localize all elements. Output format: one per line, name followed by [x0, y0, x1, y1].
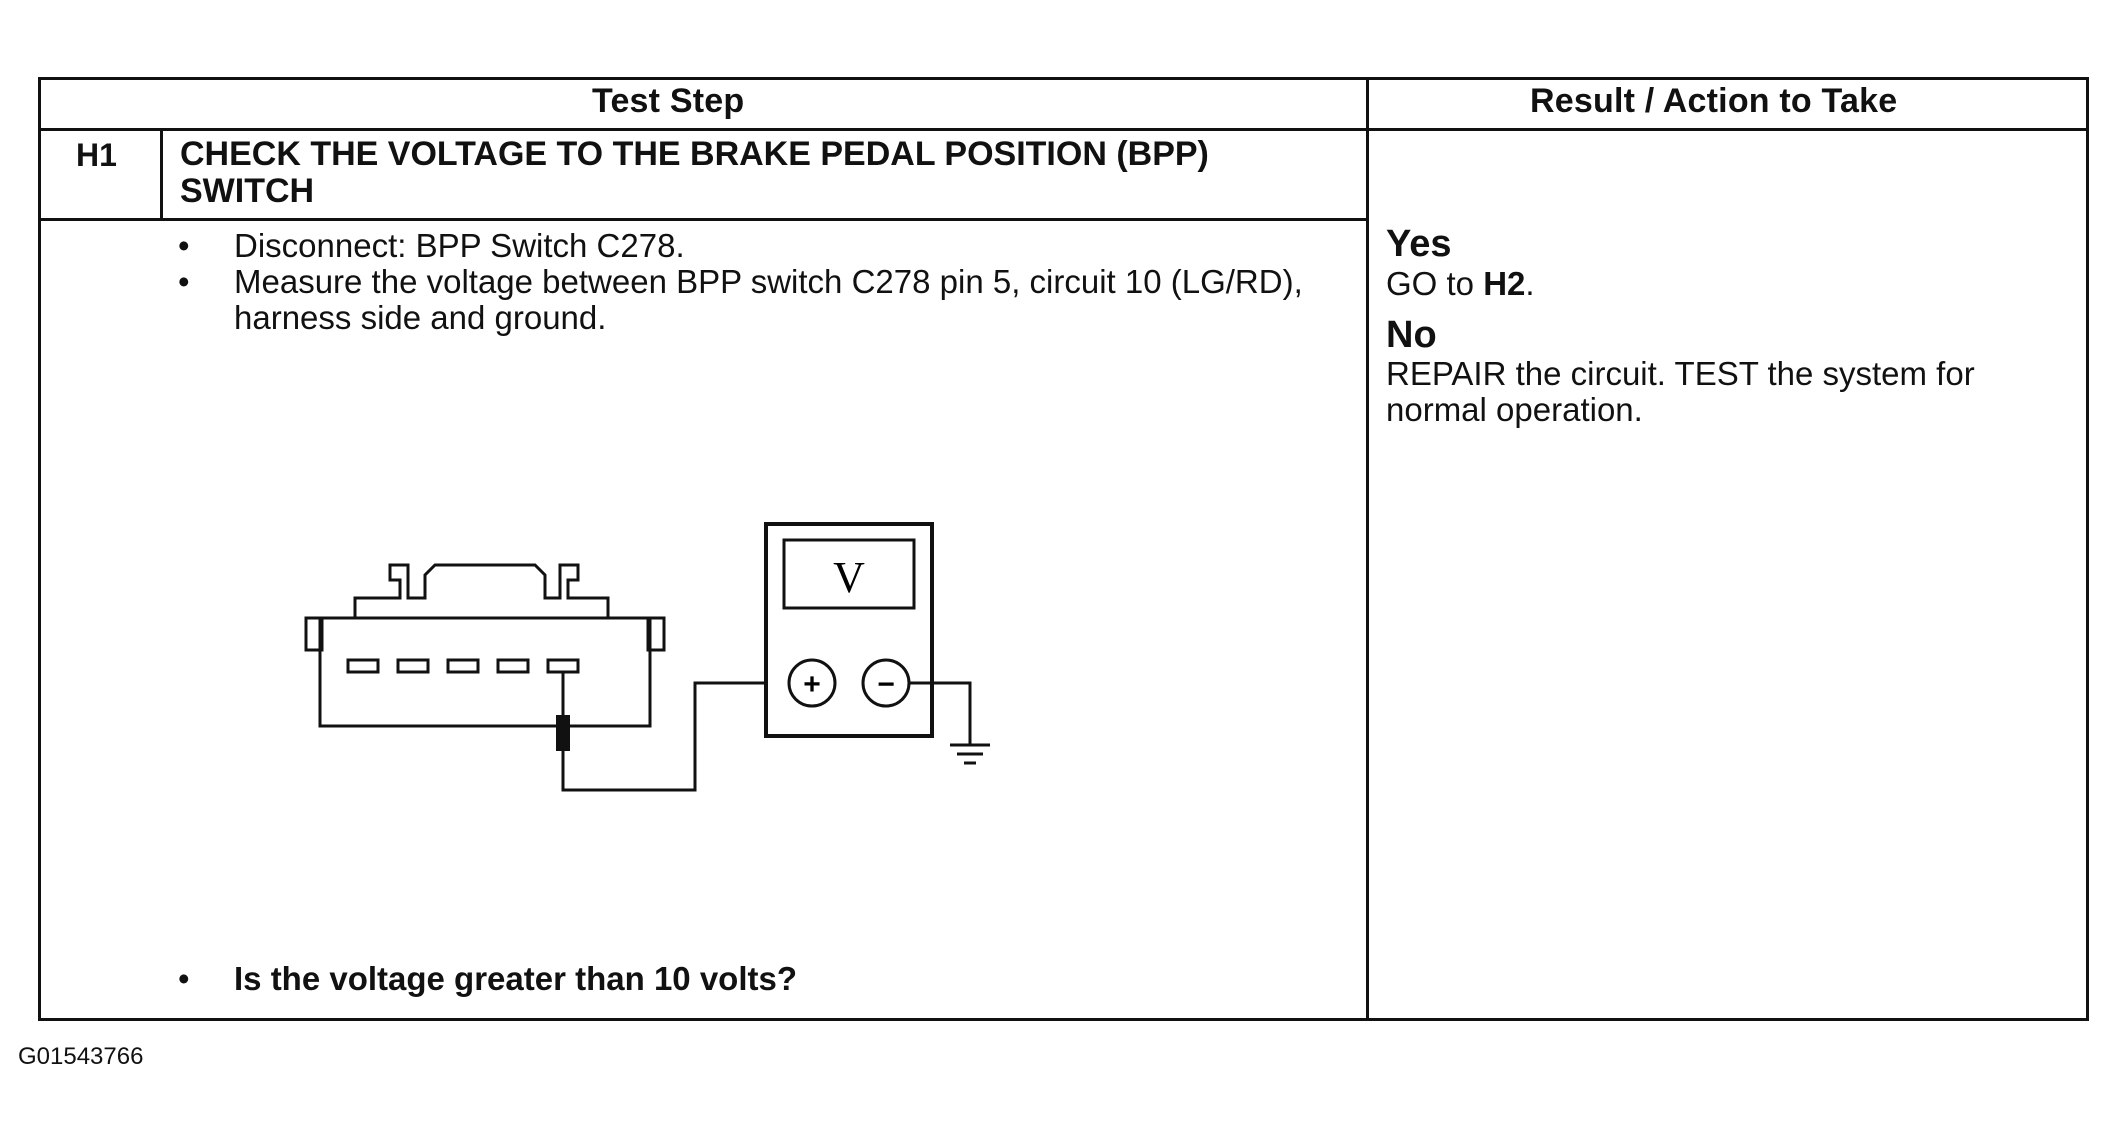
probe-icon: [556, 672, 570, 751]
header-test-step: Test Step: [592, 82, 745, 120]
column-divider: [1366, 77, 1369, 1021]
minus-terminal-symbol: −: [877, 668, 895, 701]
result-yes-action: GO to H2.: [1386, 266, 1535, 302]
decision-question: Is the voltage greater than 10 volts?: [178, 960, 797, 998]
connector-icon: [304, 563, 666, 728]
voltmeter-icon: [764, 522, 934, 738]
yes-action-suffix: .: [1525, 265, 1535, 302]
title-divider: [38, 218, 1368, 221]
result-no-action: REPAIR the circuit. TEST the system for …: [1386, 355, 1975, 428]
figure-id: G01543766: [18, 1043, 144, 1070]
plus-terminal-symbol: +: [803, 668, 821, 701]
instruction-item: Disconnect: BPP Switch C278.: [178, 228, 1318, 265]
yes-action-prefix: GO to: [1386, 265, 1484, 302]
result-no-label: No: [1386, 314, 1437, 356]
test-lead-wire: [561, 681, 768, 792]
header-divider: [38, 128, 2089, 131]
result-yes-label: Yes: [1386, 223, 1452, 265]
instruction-item: Measure the voltage between BPP switch C…: [178, 264, 1318, 336]
step-id: H1: [76, 137, 117, 173]
yes-action-target: H2: [1483, 265, 1526, 302]
test-step-table: [38, 77, 2089, 1021]
instruction-list: Disconnect: BPP Switch C278. Measure the…: [178, 228, 1318, 336]
ground-icon: [909, 681, 990, 765]
step-title: CHECK THE VOLTAGE TO THE BRAKE PEDAL POS…: [180, 135, 1209, 210]
id-divider: [160, 130, 163, 220]
header-result-action: Result / Action to Take: [1530, 82, 1898, 120]
meter-display-symbol: V: [833, 553, 865, 602]
voltage-measurement-diagram: V + −: [304, 522, 990, 792]
